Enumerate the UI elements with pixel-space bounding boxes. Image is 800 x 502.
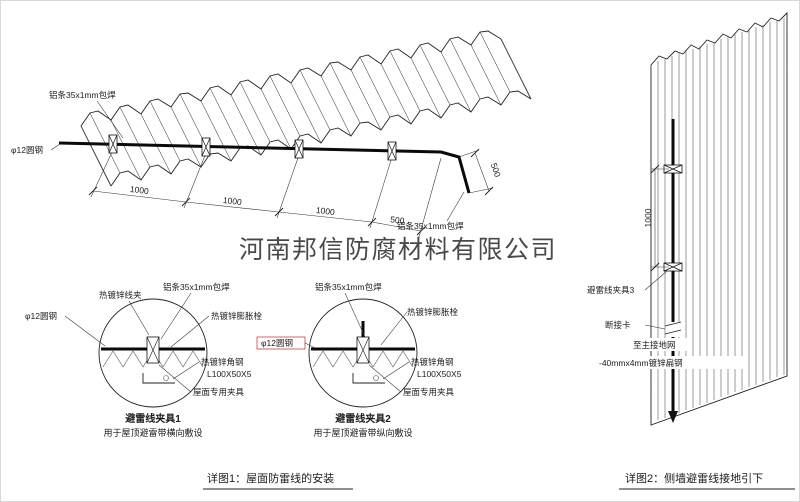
- roof-dimension-chain: 1000 1000 1000 500: [88, 149, 442, 238]
- dim-500-right: 500: [489, 162, 503, 179]
- lightning-wire: [58, 141, 471, 194]
- dim-1000-a: 1000: [129, 184, 149, 196]
- detail1-label-angle: 热镀锌角钢: [201, 357, 244, 367]
- detail2-angle-steel: [352, 373, 385, 384]
- detail2-label-strip: 铝条35x1mm包焊: [315, 282, 382, 292]
- leader-strip-top: [96, 100, 124, 139]
- leader-rod: [50, 143, 61, 151]
- label-aluminum-strip-top: 铝条35x1mm包焊: [49, 90, 116, 100]
- roof-corrugation-ridges: [80, 31, 532, 187]
- detail2-label-angle-size: L100X50X5: [417, 369, 462, 379]
- detail2-leaders: [304, 292, 410, 393]
- leader-disconnect: [644, 324, 666, 330]
- disconnect-card-symbol: [664, 321, 682, 337]
- wall-dim-1000: 1000: [643, 208, 653, 227]
- detail1-label-roof-clamp: 屋面专用夹具: [193, 387, 245, 397]
- detail1-clamp: [146, 336, 160, 364]
- detail2-label-rod: φ12圆钢: [261, 338, 293, 348]
- detail1-title: 避雷线夹具1: [124, 412, 181, 425]
- company-watermark: 河南邦信防腐材料有限公司: [239, 236, 557, 264]
- detail1-angle-steel: [142, 373, 175, 384]
- leader-clamp3: [644, 270, 668, 291]
- wall-label-flat-steel: -40mmx4mm镀锌扁钢: [599, 358, 683, 368]
- detail2-label-anchor: 热镀锌膨胀栓: [407, 307, 459, 317]
- detail2-rod-highlight-box: [256, 336, 306, 350]
- dim-1000-c: 1000: [315, 205, 335, 217]
- detail2-circle: [308, 298, 418, 408]
- detail2-title: 避雷线夹具2: [334, 412, 391, 425]
- detail1-label-strip: 铝条35x1mm包焊: [163, 282, 230, 292]
- roof-right-dimension: 500: [458, 148, 503, 196]
- wall-label-disconnect: 断接卡: [605, 320, 631, 330]
- label-bg: [603, 318, 645, 331]
- detail1-label-angle-size: L100X50X5: [207, 369, 252, 379]
- dim-500: 500: [390, 214, 406, 226]
- label-bg: [585, 283, 647, 296]
- detail1-bolt: [163, 375, 169, 381]
- leader-strip-right: [446, 191, 465, 222]
- label-aluminum-strip-right: 铝条35x1mm包焊: [397, 221, 464, 231]
- caption-detail2: 详图2：侧墙避雷线接地引下: [625, 471, 763, 485]
- detail1-label-wire-clip: 热镀锌线夹: [99, 290, 142, 300]
- detail1-label-rod: φ12圆钢: [25, 311, 57, 321]
- label-bg: [629, 338, 691, 351]
- detail2-label-angle: 热镀锌角钢: [411, 357, 454, 367]
- ground-arrow: [668, 411, 678, 423]
- wall-outline: [650, 11, 788, 426]
- detail1-circle: [98, 298, 208, 408]
- detail-circle-2: 铝条35x1mm包焊 热镀锌膨胀栓 φ12圆钢 热镀锌角钢 L100X50X5 …: [256, 282, 462, 438]
- label-bg: [597, 356, 745, 369]
- wall-label-to-ground: 至主接地网: [633, 340, 676, 350]
- roof-isometric-view: 1000 1000 1000 500 500 铝条35x1mm包焊 φ12圆钢 …: [11, 30, 532, 238]
- detail2-bolt: [373, 375, 379, 381]
- detail2-label-roof-clamp: 屋面专用夹具: [403, 387, 455, 397]
- captions: 详图1：屋面防雷线的安装 详图2：侧墙避雷线接地引下: [203, 471, 795, 490]
- detail1-leaders: [64, 292, 210, 393]
- detail2-subtitle: 用于屋顶避雷带纵向敷设: [313, 427, 412, 438]
- detail-circle-1: 热镀锌线夹 铝条35x1mm包焊 热镀锌膨胀栓 φ12圆钢 热镀锌角钢 L100…: [25, 282, 263, 438]
- detail2-clamp: [356, 336, 370, 364]
- label-round-steel: φ12圆钢: [11, 145, 43, 155]
- roof-bottom-edge: [110, 90, 532, 187]
- wall-dimension: 1000: [643, 164, 669, 272]
- dim-1000-b: 1000: [222, 195, 242, 207]
- detail1-label-anchor: 热镀锌膨胀栓: [211, 311, 263, 321]
- wall-elevation: 1000 避雷线夹具3 断接卡 至主接地网 -40mmx4mm镀锌扁钢: [585, 11, 788, 426]
- wall-label-clamp3: 避雷线夹具3: [587, 285, 635, 295]
- detail1-subtitle: 用于屋顶避雷带横向敷设: [103, 427, 202, 438]
- caption-detail1: 详图1：屋面防雷线的安装: [207, 471, 334, 485]
